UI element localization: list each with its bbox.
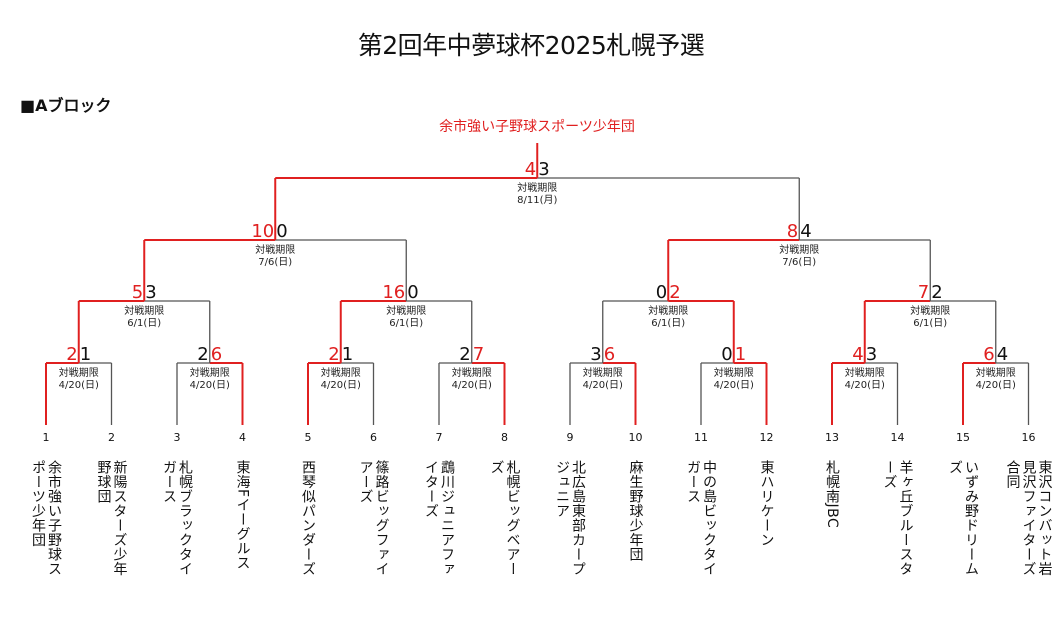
deadline-date: 4/20(日) bbox=[190, 380, 230, 391]
deadline-label: 対戦期限 bbox=[386, 304, 426, 317]
deadline-date: 7/6(日) bbox=[258, 257, 292, 268]
deadline-label: 対戦期限 bbox=[714, 366, 754, 379]
deadline-label: 対戦期限 bbox=[452, 366, 492, 379]
score-left: 2 bbox=[66, 344, 77, 365]
score-right: 6 bbox=[211, 344, 222, 365]
team-seed-number: 2 bbox=[108, 431, 115, 444]
deadline-label: 対戦期限 bbox=[583, 366, 623, 379]
score-right: 6 bbox=[604, 344, 615, 365]
deadline-date: 4/20(日) bbox=[59, 380, 99, 391]
score-left: 5 bbox=[132, 282, 143, 303]
deadline-label: 対戦期限 bbox=[517, 181, 557, 194]
team-name: 鵡川ジュニアファイターズ bbox=[423, 460, 455, 576]
champion-name: 余市強い子野球スポーツ少年団 bbox=[439, 119, 635, 135]
score-right: 2 bbox=[931, 282, 942, 303]
block-heading: ■Aブロック bbox=[20, 96, 112, 115]
score-left: 0 bbox=[656, 282, 667, 303]
deadline-date: 4/20(日) bbox=[845, 380, 885, 391]
score-right: 1 bbox=[342, 344, 353, 365]
deadline-date: 4/20(日) bbox=[583, 380, 623, 391]
team-seed-number: 14 bbox=[890, 431, 905, 444]
score-right: 3 bbox=[866, 344, 877, 365]
score-right: 3 bbox=[145, 282, 156, 303]
score-right: 0 bbox=[276, 221, 287, 242]
deadline-date: 6/1(日) bbox=[389, 318, 423, 329]
team-name: 羊ヶ丘ブルースターズ bbox=[881, 460, 914, 576]
deadline-label: 対戦期限 bbox=[648, 304, 688, 317]
team-name: 札幌南JBC bbox=[824, 460, 840, 529]
score-left: 4 bbox=[525, 159, 536, 180]
deadline-date: 4/20(日) bbox=[976, 380, 1016, 391]
team-name: 東沢コンバット岩見沢ファイターズ合同 bbox=[1004, 460, 1053, 576]
team-name: 余市強い子野球スポーツ少年団 bbox=[30, 460, 62, 576]
score-right: 2 bbox=[669, 282, 680, 303]
team-name: 札幌ビッグベアーズ bbox=[488, 460, 521, 576]
score-left: 0 bbox=[721, 344, 732, 365]
score-left: 7 bbox=[918, 282, 929, 303]
team-seed-number: 16 bbox=[1021, 431, 1036, 444]
team-seed-number: 11 bbox=[694, 431, 708, 444]
team-seed-number: 3 bbox=[173, 431, 181, 444]
deadline-label: 対戦期限 bbox=[124, 304, 164, 317]
team-seed-number: 9 bbox=[566, 431, 574, 444]
score-left: 2 bbox=[459, 344, 470, 365]
score-left: 2 bbox=[197, 344, 208, 365]
team-seed-number: 7 bbox=[435, 431, 443, 444]
score-right: 1 bbox=[735, 344, 746, 365]
team-seed-number: 13 bbox=[825, 431, 839, 444]
deadline-label: 対戦期限 bbox=[845, 366, 885, 379]
team-name: 札幌ブラックタイガース bbox=[161, 460, 193, 576]
score-left: 3 bbox=[590, 344, 601, 365]
page-title: 第2回年中夢球杯2025札幌予選 bbox=[357, 31, 705, 60]
team-name: 北広島東部カープジュニア bbox=[554, 460, 586, 576]
deadline-date: 4/20(日) bbox=[452, 380, 492, 391]
score-left: 4 bbox=[852, 344, 863, 365]
team-seed-number: 15 bbox=[956, 431, 970, 444]
score-right: 7 bbox=[473, 344, 484, 365]
team-seed-number: 5 bbox=[304, 431, 312, 444]
deadline-date: 6/1(日) bbox=[127, 318, 161, 329]
deadline-date: 4/20(日) bbox=[321, 380, 361, 391]
team-name: 新陽スターズ少年野球団 bbox=[95, 460, 128, 576]
deadline-label: 対戦期限 bbox=[190, 366, 230, 379]
score-left: 10 bbox=[251, 221, 274, 242]
score-left: 16 bbox=[382, 282, 405, 303]
score-left: 8 bbox=[787, 221, 798, 242]
team-seed-number: 1 bbox=[42, 431, 50, 444]
deadline-label: 対戦期限 bbox=[321, 366, 361, 379]
team-name: 麻生野球少年団 bbox=[627, 460, 644, 562]
team-seed-number: 8 bbox=[501, 431, 508, 444]
team-seed-number: 10 bbox=[628, 431, 643, 444]
deadline-date: 4/20(日) bbox=[714, 380, 754, 391]
deadline-date: 7/6(日) bbox=[782, 257, 816, 268]
deadline-date: 6/1(日) bbox=[651, 318, 685, 329]
score-left: 2 bbox=[328, 344, 339, 365]
score-left: 6 bbox=[983, 344, 994, 365]
score-right: 4 bbox=[800, 221, 811, 242]
team-name: 東ハリケーン bbox=[758, 460, 775, 547]
deadline-date: 8/11(月) bbox=[517, 194, 557, 206]
deadline-label: 対戦期限 bbox=[976, 366, 1016, 379]
deadline-label: 対戦期限 bbox=[779, 243, 819, 256]
team-name: 中の島ビックタイガース bbox=[685, 460, 717, 576]
team-name: いずみ野ドリームズ bbox=[947, 460, 979, 576]
deadline-label: 対戦期限 bbox=[910, 304, 950, 317]
score-right: 4 bbox=[997, 344, 1008, 365]
team-name: 西琴似パンダーズ bbox=[300, 460, 316, 576]
team-name: 東海Fイーグルス bbox=[234, 460, 251, 571]
score-right: 3 bbox=[538, 159, 549, 180]
team-seed-number: 4 bbox=[239, 431, 246, 444]
deadline-label: 対戦期限 bbox=[255, 243, 295, 256]
team-seed-number: 12 bbox=[759, 431, 774, 444]
team-name: 篠路ビッグファイアーズ bbox=[357, 460, 390, 576]
deadline-date: 6/1(日) bbox=[913, 318, 947, 329]
score-right: 0 bbox=[407, 282, 418, 303]
score-right: 1 bbox=[80, 344, 91, 365]
deadline-label: 対戦期限 bbox=[59, 366, 99, 379]
team-seed-number: 6 bbox=[370, 431, 377, 444]
